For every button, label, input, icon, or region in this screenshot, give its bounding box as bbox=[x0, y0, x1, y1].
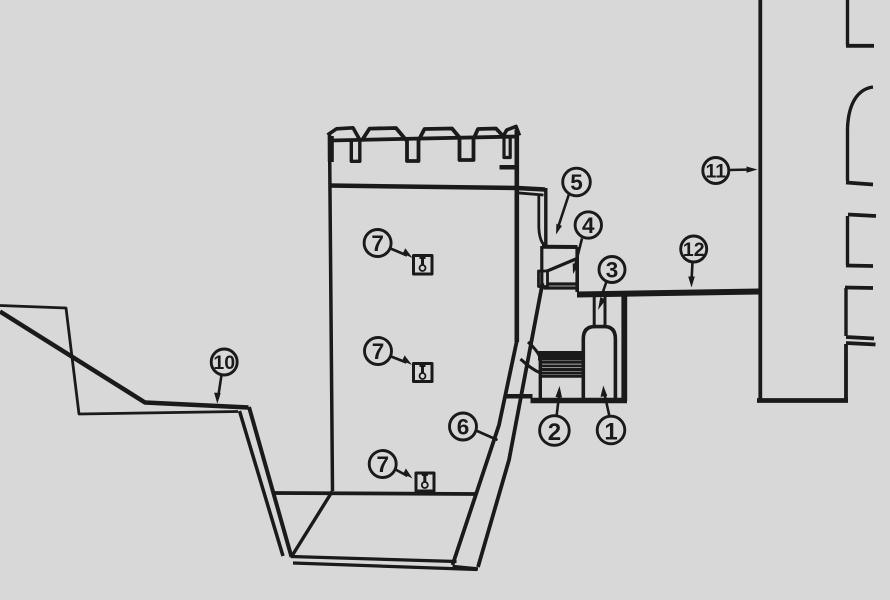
svg-text:11: 11 bbox=[705, 161, 726, 183]
svg-text:2: 2 bbox=[548, 419, 561, 446]
svg-text:7: 7 bbox=[376, 452, 389, 477]
svg-text:12: 12 bbox=[683, 239, 705, 261]
svg-text:10: 10 bbox=[213, 352, 235, 374]
svg-text:1: 1 bbox=[604, 418, 617, 445]
svg-text:3: 3 bbox=[606, 258, 619, 283]
svg-text:5: 5 bbox=[570, 170, 583, 195]
svg-text:7: 7 bbox=[371, 231, 384, 256]
svg-text:7: 7 bbox=[372, 339, 385, 364]
svg-text:6: 6 bbox=[457, 415, 470, 440]
svg-text:4: 4 bbox=[582, 213, 595, 238]
